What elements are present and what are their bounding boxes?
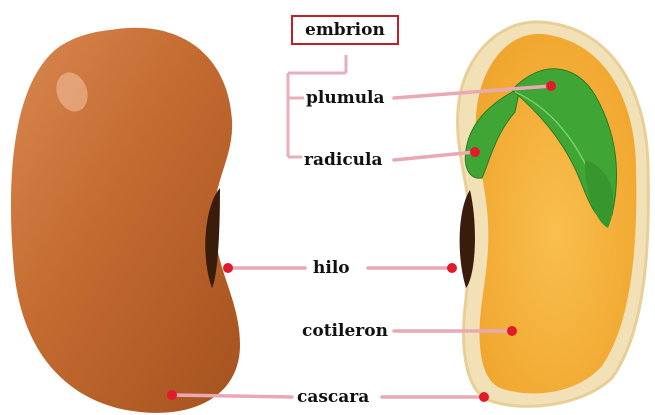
hilo-dot-left	[223, 263, 233, 273]
cascara-label: cascara	[295, 387, 371, 407]
whole-bean-seed-coat	[11, 28, 240, 413]
cascara-dot-right	[479, 392, 489, 402]
cascara-dot-left	[167, 390, 177, 400]
radicula-label: radicula	[302, 150, 385, 170]
plumula-label: plumula	[304, 88, 387, 108]
radicula-dot	[470, 147, 480, 157]
plumula-dot	[546, 81, 556, 91]
cascara-pointer-line-left	[172, 395, 292, 397]
embrion-label: embrion	[291, 15, 399, 45]
hilo-label: hilo	[311, 258, 352, 278]
cotileron-dot	[507, 326, 517, 336]
hilo-dot-right	[447, 263, 457, 273]
cotileron-label: cotileron	[300, 321, 390, 341]
